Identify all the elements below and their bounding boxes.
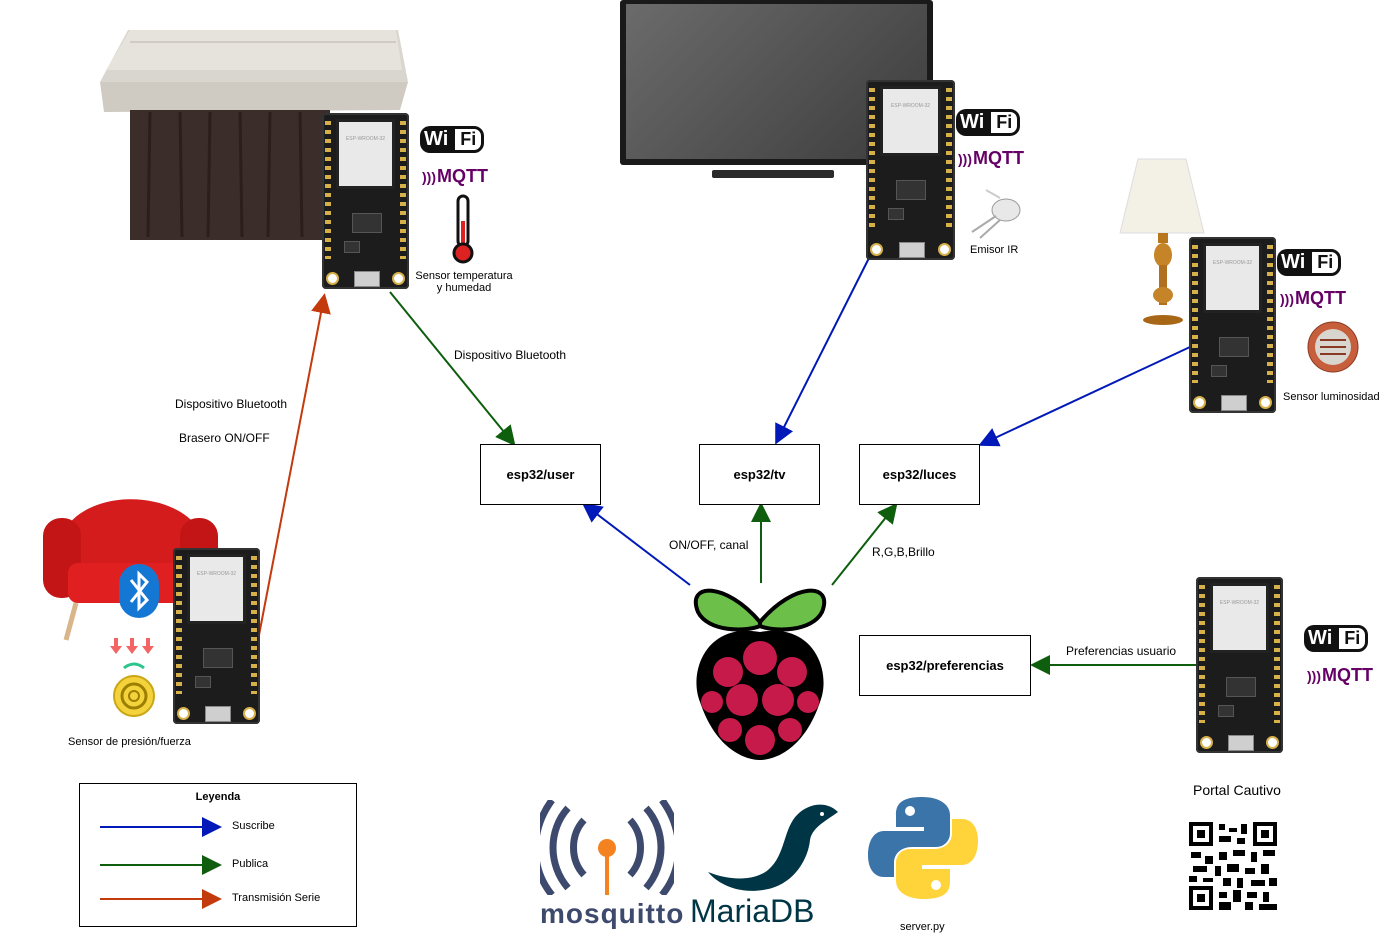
- arrow-lamp-to-luces: [978, 346, 1191, 447]
- legend-title: Leyenda: [195, 791, 241, 803]
- emisor-ir-label: Emisor IR: [970, 244, 1019, 256]
- arrow-pi-to-user: [581, 502, 691, 586]
- edge-label-bluetooth-left: Dispositivo Bluetooth: [175, 397, 288, 411]
- server-py-label: server.py: [900, 921, 945, 933]
- mqtt-logo: )))MQTT: [1280, 288, 1346, 308]
- edge-label-rgb: R,G,B,Brillo: [872, 545, 935, 559]
- arrow-tvboard-to-tv: [775, 255, 871, 445]
- mariadb-wordmark: MariaDB: [690, 893, 815, 929]
- mqtt-logo: )))MQTT: [1307, 665, 1373, 685]
- lamp-image: [1119, 158, 1205, 325]
- legend-item-publish: Publica: [232, 858, 269, 870]
- esp32-board-chair: ESP-WROOM-32: [173, 548, 260, 724]
- esp32-board-tv: ESP-WROOM-32: [866, 80, 955, 260]
- mariadb-seal-icon: [708, 804, 838, 891]
- python-logo: [868, 797, 978, 899]
- topic-esp32-luces: esp32/luces: [859, 444, 980, 505]
- edge-label-preferencias: Preferencias usuario: [1066, 644, 1177, 658]
- mosquitto-logo: [540, 800, 674, 895]
- arrow-serial-chair-to-brasero: [258, 293, 331, 636]
- edge-label-onoff-canal: ON/OFF, canal: [669, 538, 749, 552]
- mosquitto-wordmark: mosquitto: [540, 898, 685, 929]
- edge-label-brasero: Brasero ON/OFF: [179, 431, 270, 445]
- thermometer-icon: [452, 194, 474, 264]
- legend: Leyenda Suscribe Publica Transmisión Ser…: [79, 783, 357, 927]
- sensor-presion-label: Sensor de presión/fuerza: [68, 736, 191, 748]
- topic-esp32-preferencias: esp32/preferencias: [859, 635, 1031, 696]
- esp32-board-portal: ESP-WROOM-32: [1196, 577, 1283, 753]
- arrow-pi-to-luces: [831, 502, 898, 586]
- pressure-sensor-icon: [110, 638, 155, 717]
- legend-item-serial: Transmisión Serie: [232, 892, 321, 904]
- raspberry-pi-logo: [694, 588, 826, 760]
- light-sensor-icon: [1307, 321, 1359, 373]
- arrow-brasero-to-user: [389, 291, 516, 447]
- topic-esp32-user: esp32/user: [480, 444, 601, 505]
- portal-cautivo-label: Portal Cautivo: [1193, 782, 1281, 798]
- sensor-luminosidad-label: Sensor luminosidad: [1283, 391, 1380, 403]
- esp32-board-lamp: ESP-WROOM-32: [1189, 237, 1276, 413]
- mqtt-logo: )))MQTT: [422, 166, 488, 186]
- topic-esp32-tv: esp32/tv: [699, 444, 820, 505]
- legend-arrows: [100, 817, 222, 909]
- qr-code: [1189, 822, 1277, 910]
- esp32-board-brasero: ESP-WROOM-32: [322, 113, 409, 289]
- bluetooth-icon: [119, 564, 159, 618]
- legend-item-subscribe: Suscribe: [232, 820, 275, 832]
- sensor-temp-label: Sensor temperatura y humedad: [415, 270, 513, 294]
- mqtt-logo: )))MQTT: [958, 148, 1024, 168]
- edge-label-bluetooth-top: Dispositivo Bluetooth: [454, 348, 567, 362]
- tv-stand: [712, 170, 834, 178]
- brasero-table-image: [100, 30, 408, 240]
- ir-led-icon: [971, 189, 1021, 239]
